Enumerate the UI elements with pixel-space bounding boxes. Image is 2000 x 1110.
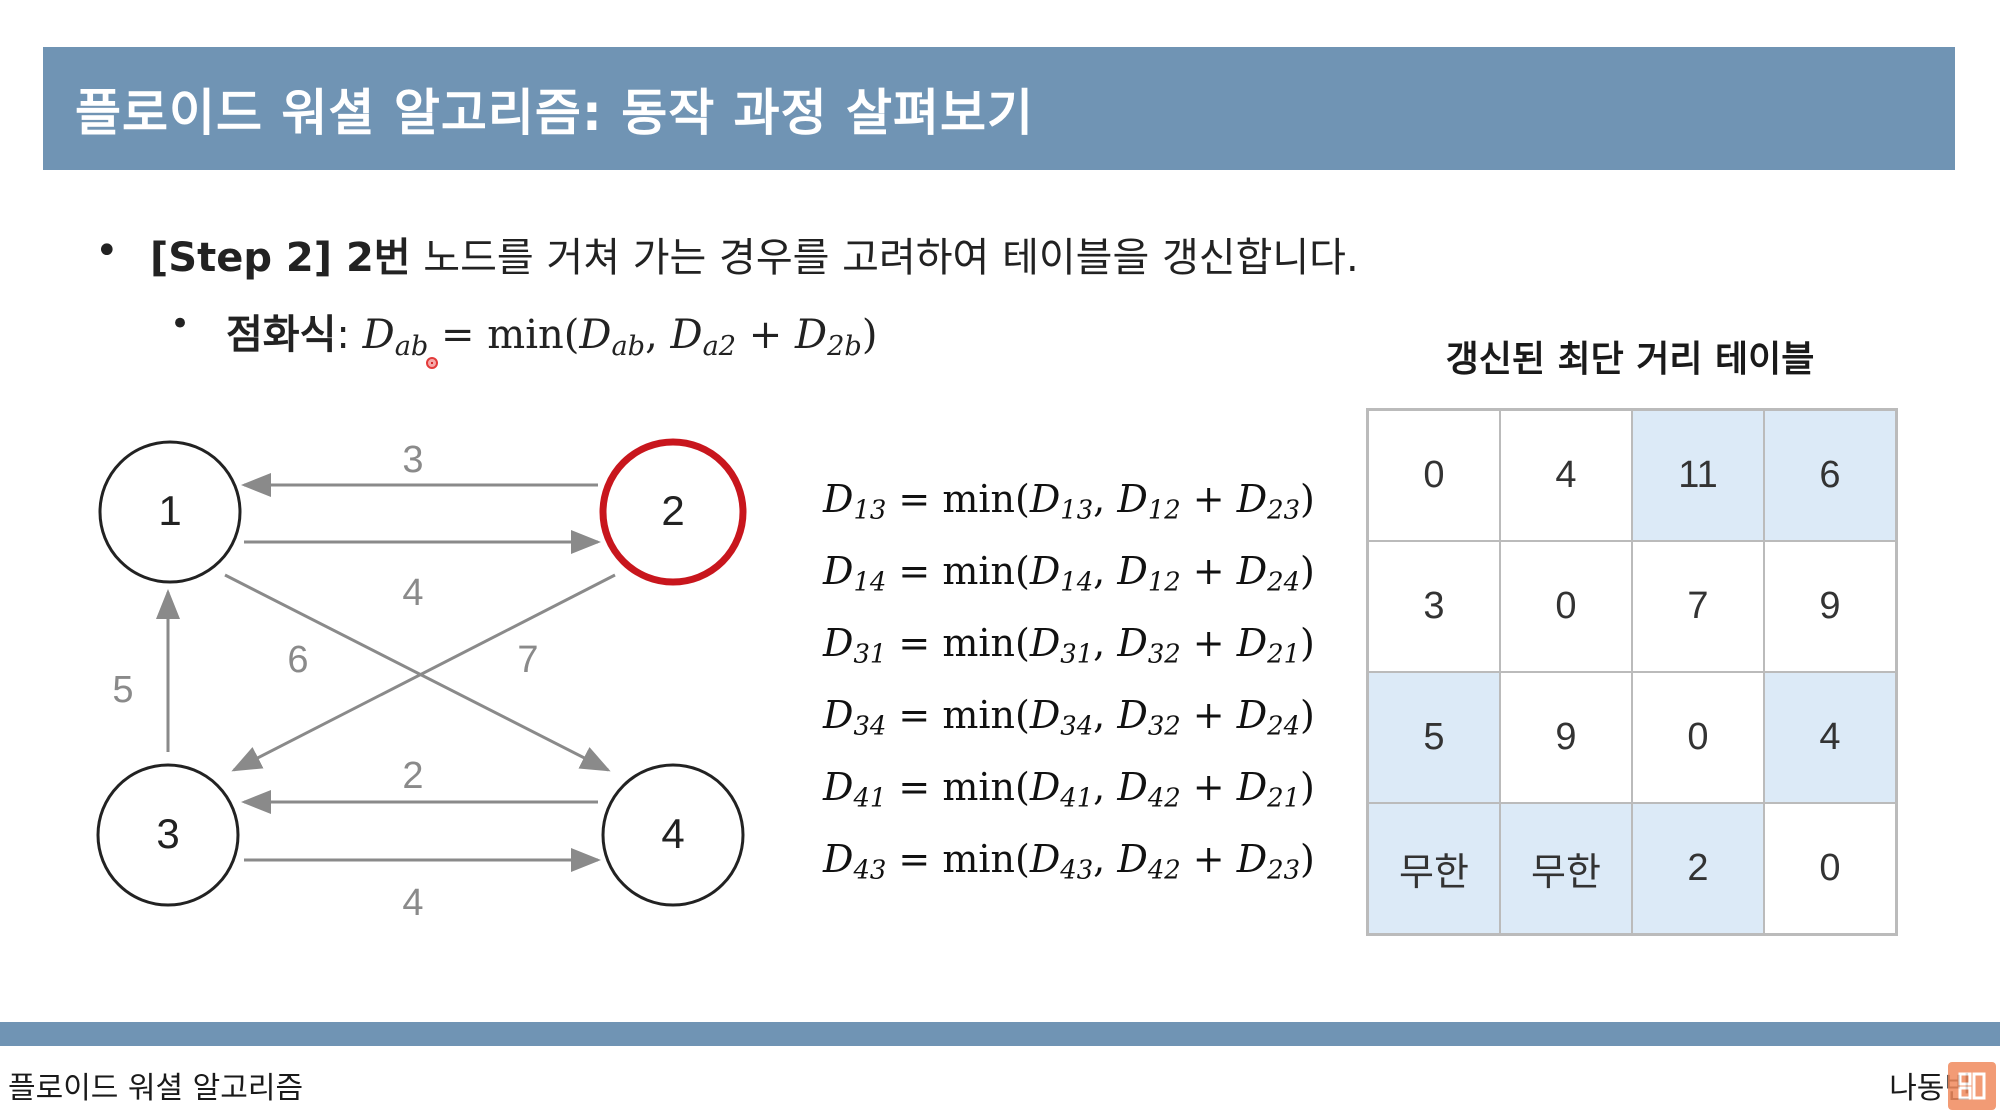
table-cell-2-3: 7	[1631, 540, 1765, 673]
formula-eq: =	[428, 312, 488, 358]
table-cell-4-4: 0	[1763, 802, 1898, 936]
edge-weight-1-to-4: 6	[287, 639, 308, 681]
node-1-circle	[98, 440, 242, 584]
table-cell-3-4: 4	[1763, 671, 1898, 804]
edge-weight-2-to-3: 7	[517, 639, 538, 681]
edge-1-to-4	[224, 573, 611, 772]
formula-label: 점화식	[226, 312, 337, 358]
table-cell-1-4: 6	[1763, 408, 1898, 542]
table-cell-2-4: 9	[1763, 540, 1898, 673]
equation-43: D43 = min(D43, D42 + D23)	[823, 837, 1315, 886]
edge-weight-2-to-1: 3	[402, 439, 423, 481]
formula-lhs-sub: ab	[394, 330, 429, 362]
formula-comma: ,	[645, 312, 671, 358]
slide-title: 플로이드 워셜 알고리즘: 동작 과정 살펴보기	[75, 84, 1035, 142]
node-4-label: 4	[661, 810, 684, 857]
equation-13: D13 = min(D13, D12 + D23)	[823, 477, 1315, 526]
step-description: [Step 2] 2번 노드를 거쳐 가는 경우를 고려하여 테이블을 갱신합니…	[150, 225, 1359, 283]
recurrence-formula: 점화식: Dab = min(Dab, Da2 + D2b)	[226, 302, 877, 362]
table-cell-2-1: 3	[1366, 540, 1501, 673]
table-cell-3-3: 0	[1631, 671, 1765, 804]
footer-bar	[0, 1022, 2000, 1046]
formula-a: D	[579, 312, 612, 358]
formula-c: D	[795, 312, 828, 358]
bullet-dot: •	[95, 228, 119, 274]
table-cell-4-2: 무한	[1499, 802, 1633, 936]
title-bar: 플로이드 워셜 알고리즘: 동작 과정 살펴보기	[43, 47, 1955, 170]
edge-2-to-3	[231, 573, 616, 772]
formula-close: )	[861, 312, 878, 358]
formula-c-sub: 2b	[827, 330, 862, 362]
formula-sep: :	[336, 312, 363, 358]
formula-a-sub: ab	[611, 330, 646, 362]
footer-topic: 플로이드 워셜 알고리즘	[8, 1071, 304, 1106]
table-cell-1-3: 11	[1631, 408, 1765, 542]
equation-list: D13 = min(D13, D12 + D23) D14 = min(D14, …	[823, 470, 1315, 902]
formula-lhs: D	[362, 312, 395, 358]
step-text: 노드를 거쳐 가는 경우를 고려하여 테이블을 갱신합니다.	[410, 235, 1359, 281]
table-cell-2-2: 0	[1499, 540, 1633, 673]
table-cell-4-3: 2	[1631, 802, 1765, 936]
formula-math: Dab = min(Dab, Da2 + D2b)	[362, 312, 878, 362]
formula-b-sub: a2	[702, 330, 737, 362]
sub-bullet-dot: •	[170, 304, 191, 344]
edge-weight-3-to-4: 4	[402, 882, 423, 924]
equation-41: D41 = min(D41, D42 + D21)	[823, 765, 1315, 814]
edge-weight-1-to-2: 4	[402, 572, 423, 614]
table-cell-3-1: 5	[1366, 671, 1501, 804]
table-cell-1-2: 4	[1499, 408, 1633, 542]
table-title: 갱신된 최단 거리 테이블	[1445, 339, 1815, 380]
equation-31: D31 = min(D31, D32 + D21)	[823, 621, 1315, 670]
table-cell-3-2: 9	[1499, 671, 1633, 804]
step-label: [Step 2] 2번	[150, 235, 411, 281]
table-cell-4-1: 무한	[1366, 802, 1501, 936]
node-4-circle	[601, 763, 745, 907]
equation-34: D34 = min(D34, D32 + D24)	[823, 693, 1315, 742]
formula-plus: +	[736, 312, 796, 358]
node-1-label: 1	[158, 487, 181, 534]
node-2-circle	[599, 438, 747, 586]
formula-fn: min(	[487, 312, 580, 358]
edge-weight-4-to-3: 2	[402, 755, 423, 797]
table-cell-1-1: 0	[1366, 408, 1501, 542]
node-2-label: 2	[661, 487, 684, 534]
edge-weight-3-to-1: 5	[112, 669, 133, 711]
channel-logo-icon	[1958, 1072, 1986, 1100]
equation-14: D14 = min(D14, D12 + D24)	[823, 549, 1315, 598]
laser-pointer-dot	[426, 357, 438, 369]
formula-b: D	[670, 312, 703, 358]
channel-logo	[1948, 1062, 1996, 1110]
node-3-label: 3	[156, 810, 179, 857]
node-3-circle	[96, 763, 240, 907]
